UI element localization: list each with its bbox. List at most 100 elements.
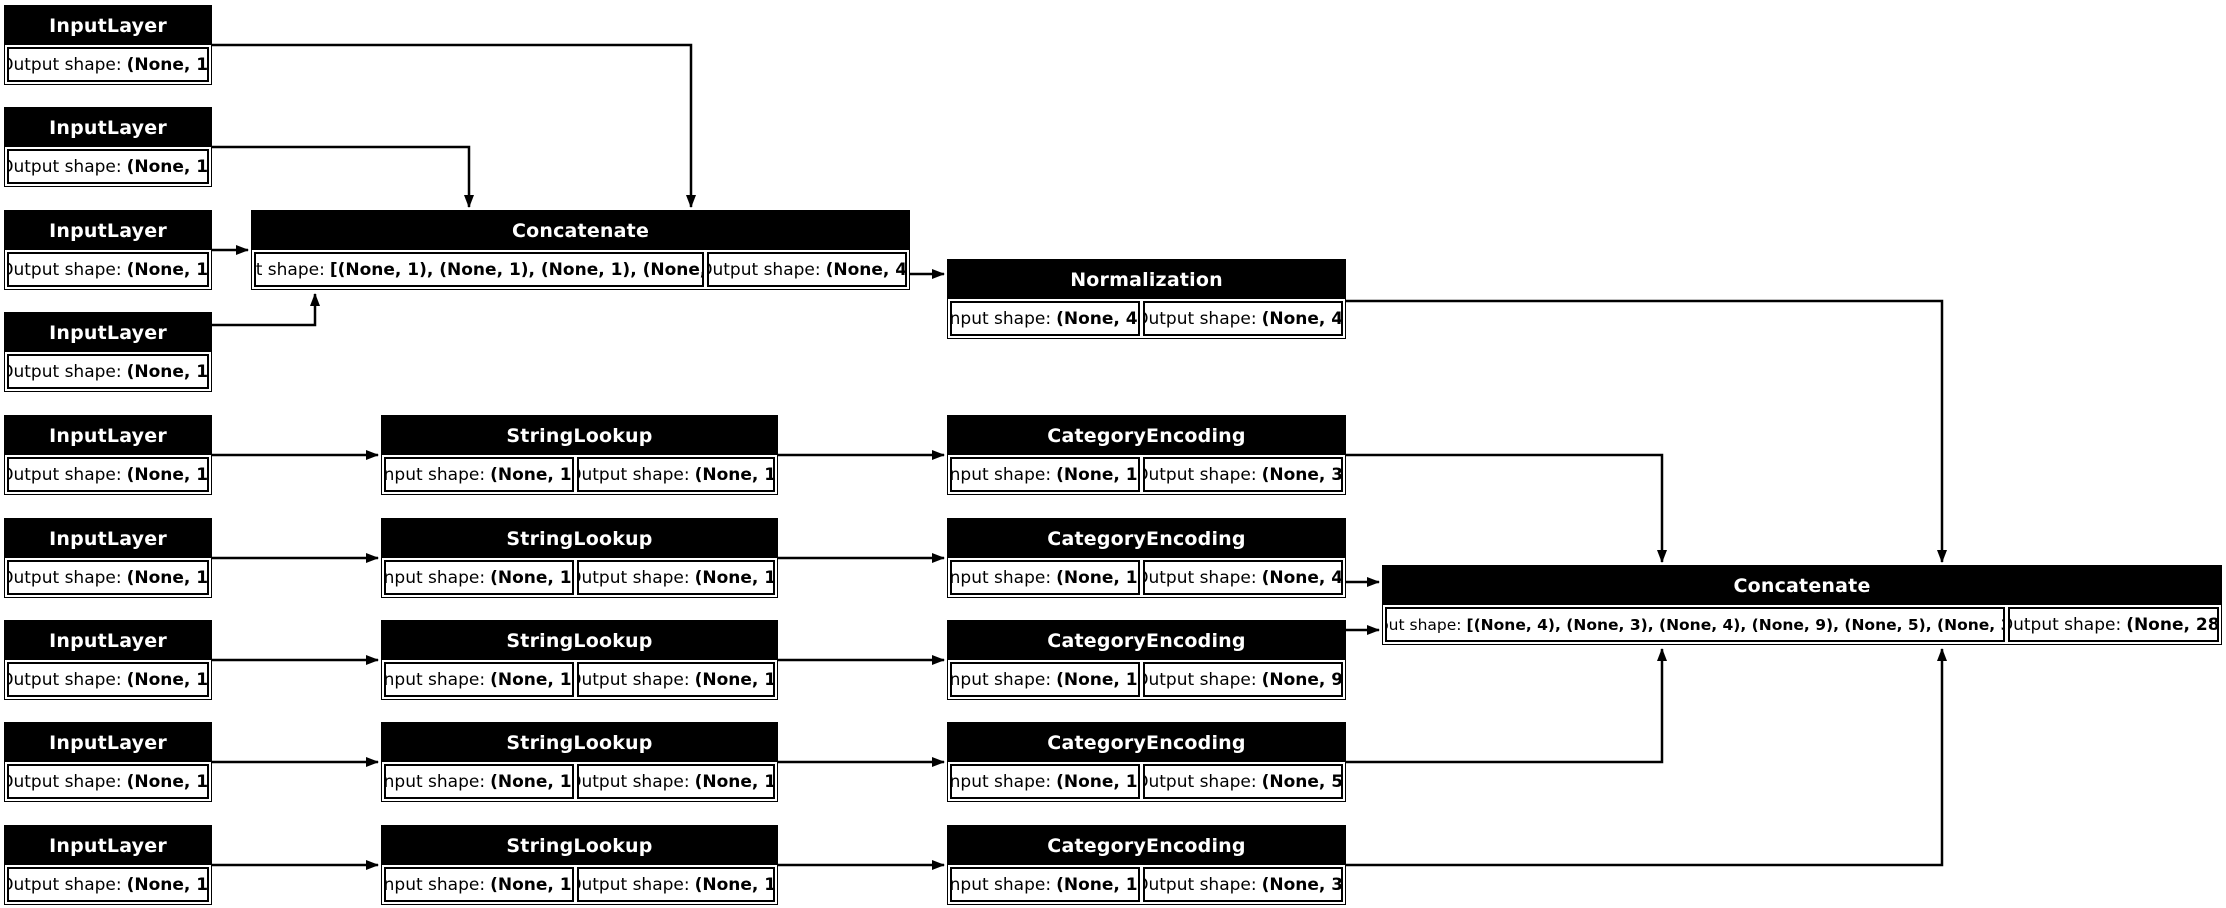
- input-shape-cell: Input shape:[(None, 4), (None, 3), (None…: [1385, 607, 2005, 642]
- layer-type-title: CategoryEncoding: [1047, 732, 1246, 754]
- input-shape-value: (None, 1): [1056, 874, 1140, 895]
- output-shape-value: (None, 3): [1261, 464, 1343, 485]
- output-shape-value: (None, 4): [825, 259, 907, 280]
- output-shape-cell: Output shape:(None, 1): [577, 457, 775, 492]
- edge-encode1-to-concat2: [1346, 453, 1667, 563]
- output-shape-label: Output shape:: [7, 567, 122, 588]
- input-shape-value: [(None, 4), (None, 3), (None, 4), (None,…: [1466, 615, 2005, 634]
- layer-type-title: StringLookup: [506, 425, 653, 447]
- input-shape-value: (None, 1): [1056, 464, 1140, 485]
- shape-cells: Output shape:(None, 1): [4, 252, 212, 290]
- input-shape-cell: Input shape:(None, 1): [950, 662, 1140, 697]
- output-shape-cell: Output shape:(None, 4): [707, 252, 907, 287]
- output-shape-label: Output shape:: [7, 54, 122, 75]
- output-shape-value: (None, 3): [1261, 874, 1343, 895]
- output-shape-value: (None, 1): [694, 464, 775, 485]
- output-shape-cell: Output shape:(None, 1): [577, 560, 775, 595]
- output-shape-value: (None, 1): [126, 874, 209, 895]
- shape-cells: Input shape:[(None, 4), (None, 3), (None…: [1382, 607, 2222, 645]
- output-shape-cell: Output shape:(None, 1): [7, 149, 209, 184]
- output-shape-label: Output shape:: [2008, 614, 2122, 635]
- output-shape-cell: Output shape:(None, 1): [577, 867, 775, 902]
- node-stringlookup-5: StringLookup Input shape:(None, 1) Outpu…: [381, 825, 778, 905]
- output-shape-value: (None, 1): [126, 464, 209, 485]
- input-shape-label: Input shape:: [384, 464, 486, 485]
- input-shape-value: (None, 1): [490, 464, 574, 485]
- input-shape-cell: Input shape:(None, 1): [950, 457, 1140, 492]
- output-shape-label: Output shape:: [7, 771, 122, 792]
- input-shape-label: Input shape:: [255, 259, 325, 280]
- output-shape-value: (None, 4): [1261, 308, 1343, 329]
- input-shape-value: [(None, 1), (None, 1), (None, 1), (None,…: [329, 259, 704, 280]
- layer-type-title: InputLayer: [49, 835, 167, 857]
- shape-cells: Input shape:(None, 1) Output shape:(None…: [947, 560, 1346, 598]
- node-categoryencoding-4: CategoryEncoding Input shape:(None, 1) O…: [947, 722, 1346, 802]
- input-shape-value: (None, 1): [1056, 771, 1140, 792]
- output-shape-label: Output shape:: [7, 669, 122, 690]
- output-shape-label: Output shape:: [577, 771, 690, 792]
- input-shape-value: (None, 1): [490, 874, 574, 895]
- input-shape-value: (None, 1): [490, 567, 574, 588]
- output-shape-label: Output shape:: [1143, 669, 1257, 690]
- node-normalization: Normalization Input shape:(None, 4) Outp…: [947, 259, 1346, 339]
- shape-cells: Output shape:(None, 1): [4, 354, 212, 392]
- input-shape-label: Input shape:: [950, 464, 1052, 485]
- layer-type-title: InputLayer: [49, 117, 167, 139]
- output-shape-label: Output shape:: [7, 259, 122, 280]
- input-shape-label: Input shape:: [950, 771, 1052, 792]
- input-shape-cell: Input shape:(None, 1): [384, 867, 574, 902]
- layer-type-title: InputLayer: [49, 15, 167, 37]
- shape-cells: Input shape:(None, 1) Output shape:(None…: [947, 764, 1346, 802]
- layer-type-title: Normalization: [1070, 269, 1223, 291]
- layer-type-title: InputLayer: [49, 528, 167, 550]
- layer-type-title: StringLookup: [506, 528, 653, 550]
- layer-type-title: InputLayer: [49, 322, 167, 344]
- edge-input4-to-concat1: [212, 293, 320, 327]
- shape-cells: Output shape:(None, 1): [4, 149, 212, 187]
- node-inputlayer-9: InputLayer Output shape:(None, 1): [4, 825, 212, 905]
- output-shape-value: (None, 28): [2126, 614, 2219, 635]
- input-shape-label: Input shape:: [384, 669, 486, 690]
- shape-cells: Input shape:(None, 1) Output shape:(None…: [947, 662, 1346, 700]
- output-shape-cell: Output shape:(None, 1): [7, 252, 209, 287]
- layer-type-title: Concatenate: [1733, 575, 1871, 597]
- node-categoryencoding-1: CategoryEncoding Input shape:(None, 1) O…: [947, 415, 1346, 495]
- input-shape-cell: Input shape:(None, 1): [384, 560, 574, 595]
- node-categoryencoding-2: CategoryEncoding Input shape:(None, 1) O…: [947, 518, 1346, 598]
- output-shape-cell: Output shape:(None, 9): [1143, 662, 1343, 697]
- output-shape-value: (None, 9): [1261, 669, 1343, 690]
- output-shape-label: Output shape:: [1143, 567, 1257, 588]
- edge-encode5-to-concat2: [1346, 648, 1947, 867]
- input-shape-value: (None, 1): [490, 771, 574, 792]
- input-shape-label: Input shape:: [1387, 615, 1462, 634]
- shape-cells: Input shape:(None, 1) Output shape:(None…: [381, 457, 778, 495]
- output-shape-cell: Output shape:(None, 5): [1143, 764, 1343, 799]
- input-shape-cell: Input shape:(None, 1): [384, 457, 574, 492]
- shape-cells: Output shape:(None, 1): [4, 457, 212, 495]
- input-shape-label: Input shape:: [950, 669, 1052, 690]
- layer-type-title: CategoryEncoding: [1047, 528, 1246, 550]
- output-shape-cell: Output shape:(None, 1): [7, 662, 209, 697]
- input-shape-cell: Input shape:(None, 1): [950, 764, 1140, 799]
- output-shape-label: Output shape:: [1143, 874, 1257, 895]
- shape-cells: Input shape:(None, 1) Output shape:(None…: [381, 662, 778, 700]
- node-inputlayer-4: InputLayer Output shape:(None, 1): [4, 312, 212, 392]
- layer-type-title: CategoryEncoding: [1047, 425, 1246, 447]
- input-shape-cell: Input shape:(None, 4): [950, 301, 1140, 336]
- output-shape-value: (None, 1): [694, 771, 775, 792]
- output-shape-label: Output shape:: [7, 874, 122, 895]
- output-shape-cell: Output shape:(None, 1): [7, 867, 209, 902]
- node-concatenate-2: Concatenate Input shape:[(None, 4), (Non…: [1382, 565, 2222, 645]
- input-shape-value: (None, 1): [490, 669, 574, 690]
- layer-type-title: InputLayer: [49, 425, 167, 447]
- node-categoryencoding-3: CategoryEncoding Input shape:(None, 1) O…: [947, 620, 1346, 700]
- node-inputlayer-8: InputLayer Output shape:(None, 1): [4, 722, 212, 802]
- output-shape-value: (None, 1): [126, 361, 209, 382]
- edge-input1-to-concat1: [212, 43, 696, 208]
- input-shape-label: Input shape:: [384, 874, 486, 895]
- layer-type-title: InputLayer: [49, 220, 167, 242]
- output-shape-label: Output shape:: [7, 361, 122, 382]
- output-shape-cell: Output shape:(None, 1): [7, 560, 209, 595]
- output-shape-label: Output shape:: [577, 567, 690, 588]
